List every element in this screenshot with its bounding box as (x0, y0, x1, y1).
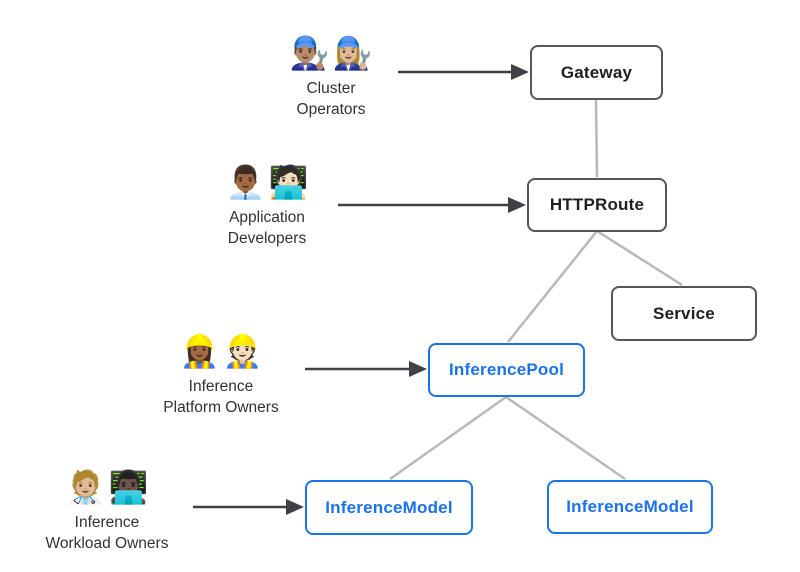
man-mechanic-emoji: 👨🏽‍🔧 (289, 35, 330, 71)
edge-inferencepool-inferencemodel-right (505, 395, 626, 481)
inference-platform-owners-emoji-pair: 👷🏾‍♀️👷🏻 (180, 331, 263, 371)
application-developers-label: Application Developers (227, 209, 307, 247)
httproute-node: HTTPRoute (527, 178, 667, 232)
application-developers-emoji-pair: 👨🏾‍💼🧑🏻‍💻 (226, 162, 309, 202)
office-worker-emoji: 👨🏾‍💼 (225, 164, 266, 200)
cluster-operators-emoji-pair: 👨🏽‍🔧👩🏼‍🔧 (290, 33, 373, 73)
technologist-emoji: 🧑🏻‍💻 (268, 164, 309, 200)
arrow-inference-platform-owners-to-inferencepool (305, 361, 427, 377)
inferencemodel-left-node: InferenceModel (305, 480, 473, 535)
edge-inferencepool-inferencemodel-left (389, 395, 507, 481)
actor-inference-workload-owners: 🧑🏼‍⚕️👨🏿‍💻 Inference Workload Owners (12, 467, 202, 554)
cluster-operators-label: Cluster Operators (296, 80, 366, 118)
gateway-node: Gateway (530, 45, 663, 100)
inference-platform-owners-label: Inference Platform Owners (163, 378, 279, 416)
man-technologist-emoji: 👨🏿‍💻 (108, 469, 149, 505)
actor-inference-platform-owners: 👷🏾‍♀️👷🏻 Inference Platform Owners (126, 331, 316, 418)
actor-cluster-operators: 👨🏽‍🔧👩🏼‍🔧 Cluster Operators (236, 33, 426, 120)
woman-mechanic-emoji: 👩🏼‍🔧 (332, 35, 373, 71)
inference-workload-owners-label: Inference Workload Owners (45, 514, 169, 552)
edge-httproute-service (596, 229, 683, 287)
health-worker-emoji: 🧑🏼‍⚕️ (65, 469, 106, 505)
arrow-inference-workload-owners-to-inferencemodel (193, 499, 304, 515)
actor-application-developers: 👨🏾‍💼🧑🏻‍💻 Application Developers (172, 162, 362, 249)
service-node: Service (611, 286, 757, 341)
arrow-cluster-operators-to-gateway (398, 64, 529, 80)
inferencepool-node: InferencePool (428, 343, 585, 397)
arrow-application-developers-to-httproute (338, 197, 526, 213)
woman-construction-worker-emoji: 👷🏾‍♀️ (179, 333, 220, 369)
inference-workload-owners-emoji-pair: 🧑🏼‍⚕️👨🏿‍💻 (66, 467, 149, 507)
inferencemodel-right-node: InferenceModel (547, 480, 713, 534)
edge-gateway-httproute (594, 99, 599, 178)
construction-worker-emoji: 👷🏻 (222, 333, 263, 369)
edge-httproute-inferencepool (507, 230, 598, 343)
